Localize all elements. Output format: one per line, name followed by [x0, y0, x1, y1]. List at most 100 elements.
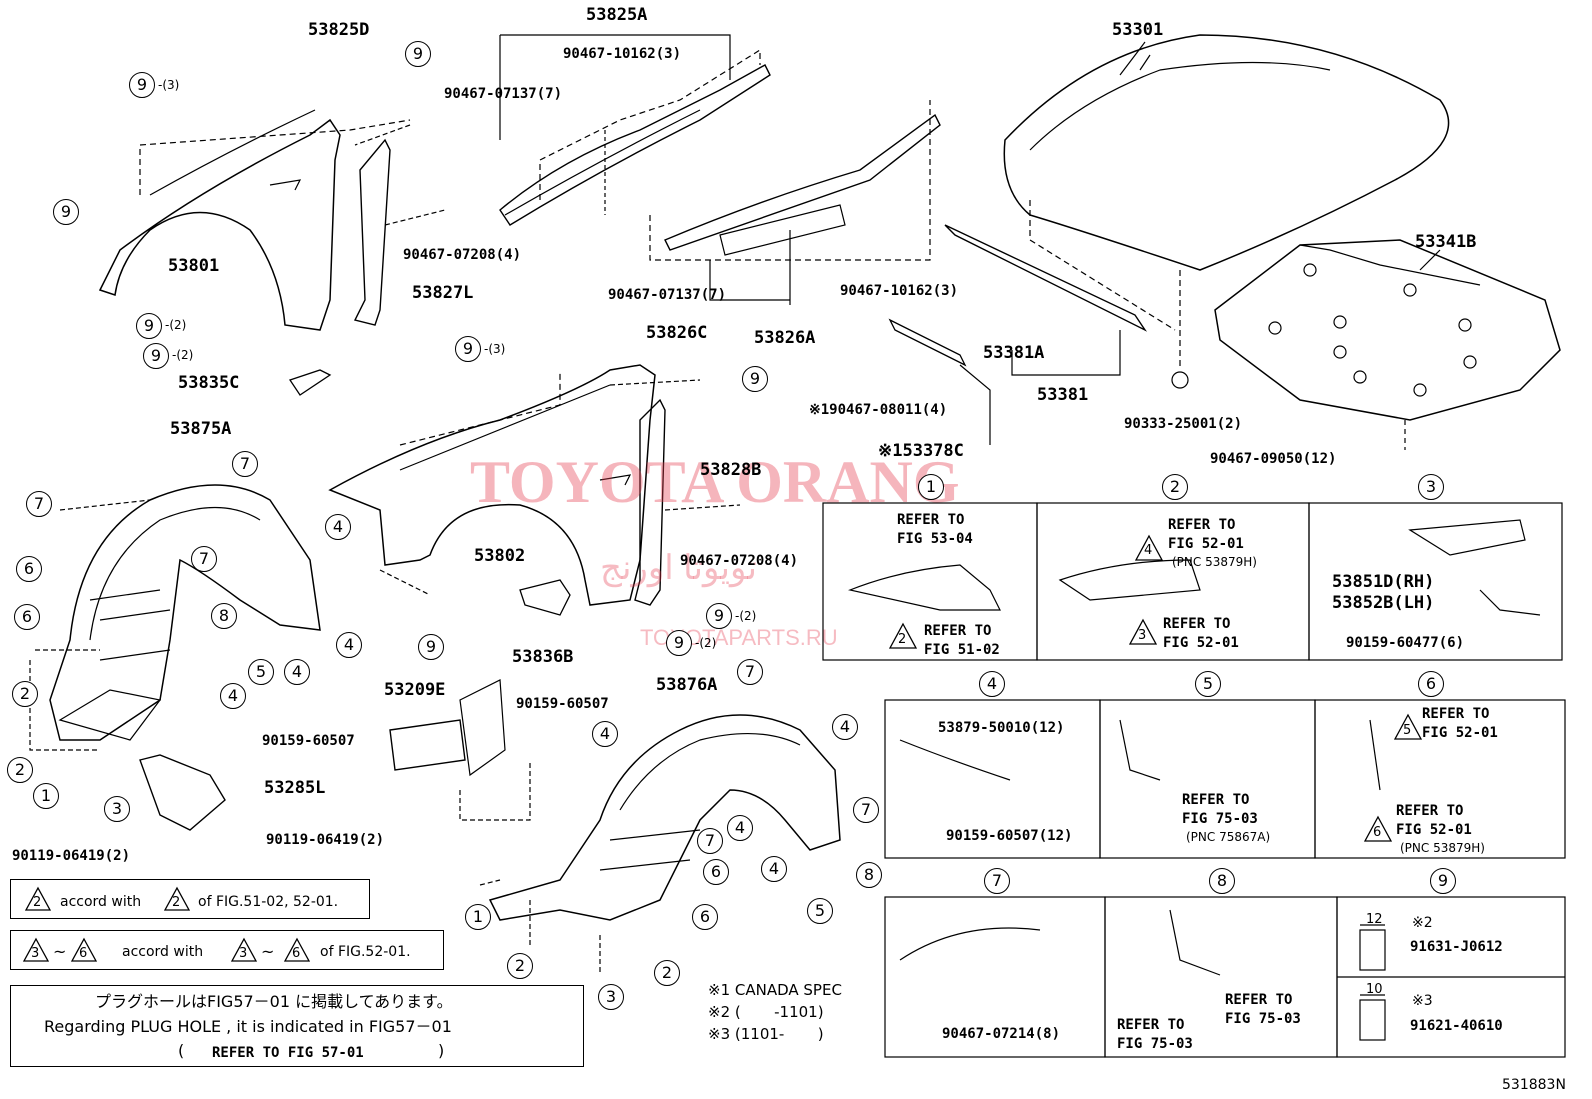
refer-label: REFER TO — [1396, 803, 1464, 819]
part-90467-07137a: 90467-07137(7) — [444, 86, 563, 102]
refer-label: REFER TO — [1225, 992, 1293, 1008]
callout-5: 5 — [807, 898, 833, 924]
callout-4: 4 — [592, 721, 618, 747]
triangle-note-icon — [24, 886, 52, 911]
callout-9: 9 — [455, 336, 481, 362]
callout-7: 7 — [737, 659, 763, 685]
fender-53802 — [328, 364, 656, 606]
triangle-note-icon — [1363, 815, 1393, 842]
spec-note-3: ※3 (1101- ) — [708, 1025, 824, 1043]
detail-header-7: 7 — [984, 868, 1010, 894]
part-53381A: 53381A — [983, 343, 1045, 363]
callout-3: 3 — [104, 796, 130, 822]
dimension-label: 10 — [1366, 982, 1383, 997]
refer-fig: FIG 52-01 — [1422, 725, 1498, 741]
callout-9: 9 — [666, 630, 692, 656]
callout-1: 1 — [33, 783, 59, 809]
triangle-note-icon — [1128, 618, 1158, 645]
callout-8: 8 — [211, 603, 237, 629]
refer-label: REFER TO — [924, 623, 992, 639]
spec-note-1: ※1 CANADA SPEC — [708, 981, 842, 999]
callout-7: 7 — [191, 546, 217, 572]
part-90159-60507a: 90159-60507 — [516, 696, 609, 712]
watermark-main: TOYOTA ORANG — [470, 449, 960, 515]
dimension-label: 12 — [1366, 912, 1383, 927]
callout-4: 4 — [284, 659, 310, 685]
callout-9: 9 — [405, 41, 431, 67]
hood-panel — [1003, 34, 1450, 271]
part-90467-09050: 90467-09050(12) — [1210, 451, 1337, 467]
note-tilde: ~ — [261, 942, 275, 961]
note-box-1 — [10, 879, 370, 919]
plug-ref-close: ) — [438, 1041, 445, 1060]
refer-pnc: (PNC 53879H) — [1400, 841, 1485, 855]
fender-liner-53875a — [49, 484, 321, 741]
part-90119-06419a: 90119-06419(2) — [266, 832, 385, 848]
triangle-number: 4 — [1144, 543, 1153, 558]
fender-53801 — [98, 109, 341, 331]
refer-fig: FIG 75-03 — [1225, 1011, 1301, 1027]
callout-7: 7 — [697, 828, 723, 854]
triangle-number: 6 — [79, 946, 88, 961]
part-53836B: 53836B — [512, 647, 574, 667]
spec-mark: ※2 — [1412, 915, 1433, 931]
part-53826A: 53826A — [754, 328, 816, 348]
part-90467-10162b: 90467-10162(3) — [840, 283, 959, 299]
part-53879-50010: 53879-50010(12) — [938, 720, 1065, 736]
callout-9: 9 — [53, 199, 79, 225]
refer-label: REFER TO — [1117, 1017, 1185, 1033]
triangle-number: 2 — [33, 895, 42, 910]
part-90159-60507-12: 90159-60507(12) — [946, 828, 1073, 844]
refer-fig: FIG 53-04 — [897, 531, 973, 547]
refer-fig: FIG 52-01 — [1168, 536, 1244, 552]
callout-6: 6 — [16, 556, 42, 582]
part-53826C: 53826C — [646, 323, 708, 343]
triangle-number: 3 — [239, 946, 248, 961]
qty-label: -(2) — [695, 636, 717, 650]
part-53835C: 53835C — [178, 373, 240, 393]
spec-note-2: ※2 ( -1101) — [708, 1003, 824, 1021]
refer-pnc: (PNC 75867A) — [1186, 830, 1271, 844]
callout-2: 2 — [7, 757, 33, 783]
part-90467-07214: 90467-07214(8) — [942, 1026, 1061, 1042]
part-90159-60507b: 90159-60507 — [262, 733, 355, 749]
callout-9: 9 — [742, 366, 768, 392]
fender-bracket-53827l — [353, 138, 391, 326]
qty-label: -(2) — [165, 318, 187, 332]
part-91631: 91631-J0612 — [1410, 939, 1503, 955]
plug-note-jp: プラグホールはFIG57－01 に掲載してあります。 — [95, 992, 453, 1011]
qty-label: -(2) — [735, 609, 757, 623]
refer-fig: FIG 52-01 — [1396, 822, 1472, 838]
note-box-2 — [10, 930, 444, 970]
plug-ref-open: ( — [178, 1041, 185, 1060]
callout-7: 7 — [26, 491, 52, 517]
callout-9: 9 — [136, 313, 162, 339]
part-90159-60477: 90159-60477(6) — [1346, 635, 1465, 651]
detail-header-9: 9 — [1430, 868, 1456, 894]
plug-hole-note — [10, 985, 584, 1067]
callout-6: 6 — [14, 604, 40, 630]
watermark-arabic: تويوتا اورنج — [600, 549, 758, 587]
refer-fig: FIG 52-01 — [1163, 635, 1239, 651]
callout-4: 4 — [832, 714, 858, 740]
triangle-number: 6 — [292, 946, 301, 961]
part-53301: 53301 — [1112, 20, 1164, 40]
callout-9: 9 — [143, 343, 169, 369]
triangle-number: 2 — [172, 895, 181, 910]
part-53825A: 53825A — [586, 5, 648, 25]
note-text: accord with — [60, 894, 142, 910]
detail-header-3: 3 — [1418, 474, 1444, 500]
part-53852B: 53852B(LH) — [1332, 593, 1435, 613]
refer-label: REFER TO — [1422, 706, 1490, 722]
callout-6: 6 — [703, 859, 729, 885]
callout-6: 6 — [692, 904, 718, 930]
part-90467-07137b: 90467-07137(7) — [608, 287, 727, 303]
callout-7: 7 — [853, 797, 879, 823]
triangle-number: 6 — [1373, 825, 1382, 840]
callout-9: 9 — [706, 603, 732, 629]
spec-mark: ※3 — [1412, 993, 1433, 1009]
part-90119-06419b: 90119-06419(2) — [12, 848, 131, 864]
note-text: of FIG.51-02, 52-01. — [198, 894, 339, 910]
